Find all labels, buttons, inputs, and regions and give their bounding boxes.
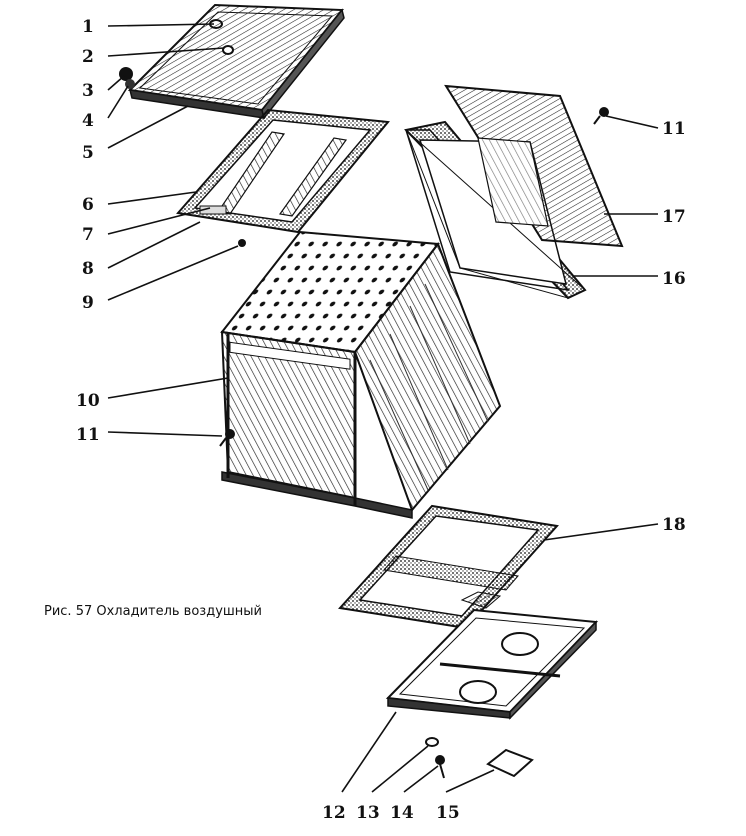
drain-plate (486, 748, 534, 778)
callout-numbers: 1 2 3 4 5 6 7 8 9 10 11 11 12 13 14 15 1… (76, 17, 686, 823)
callout-5: 5 (82, 143, 94, 163)
callout-8: 8 (82, 259, 94, 279)
side-cover-plate (444, 84, 624, 248)
leader-lines (107, 23, 659, 793)
callout-6: 6 (82, 195, 94, 215)
callout-14: 14 (390, 803, 414, 823)
washer-and-bolt (425, 737, 445, 779)
cooler-core (220, 230, 502, 519)
callout-3: 3 (82, 81, 94, 101)
top-cover-plate (127, 3, 345, 120)
upper-gasket-frame (176, 108, 390, 234)
callout-4: 4 (82, 111, 94, 131)
callout-9: 9 (82, 293, 94, 313)
callout-17: 17 (662, 207, 686, 227)
callout-18: 18 (662, 515, 686, 535)
callout-15: 15 (436, 803, 460, 823)
callout-11-left: 11 (76, 425, 100, 445)
callout-1: 1 (82, 17, 94, 37)
callout-12: 12 (322, 803, 346, 823)
callout-10: 10 (76, 391, 100, 411)
callout-2: 2 (82, 47, 94, 67)
lower-gasket-frame (338, 504, 559, 630)
bolt-right (593, 107, 609, 125)
figure-caption: Рис. 57 Охладитель воздушный (44, 604, 263, 619)
callout-11-right: 11 (662, 119, 686, 139)
callout-7: 7 (82, 225, 94, 245)
bolt (238, 239, 246, 247)
bolt-left (219, 429, 235, 447)
callout-16: 16 (662, 269, 686, 289)
callout-13: 13 (356, 803, 380, 823)
bottom-tray (385, 591, 599, 720)
